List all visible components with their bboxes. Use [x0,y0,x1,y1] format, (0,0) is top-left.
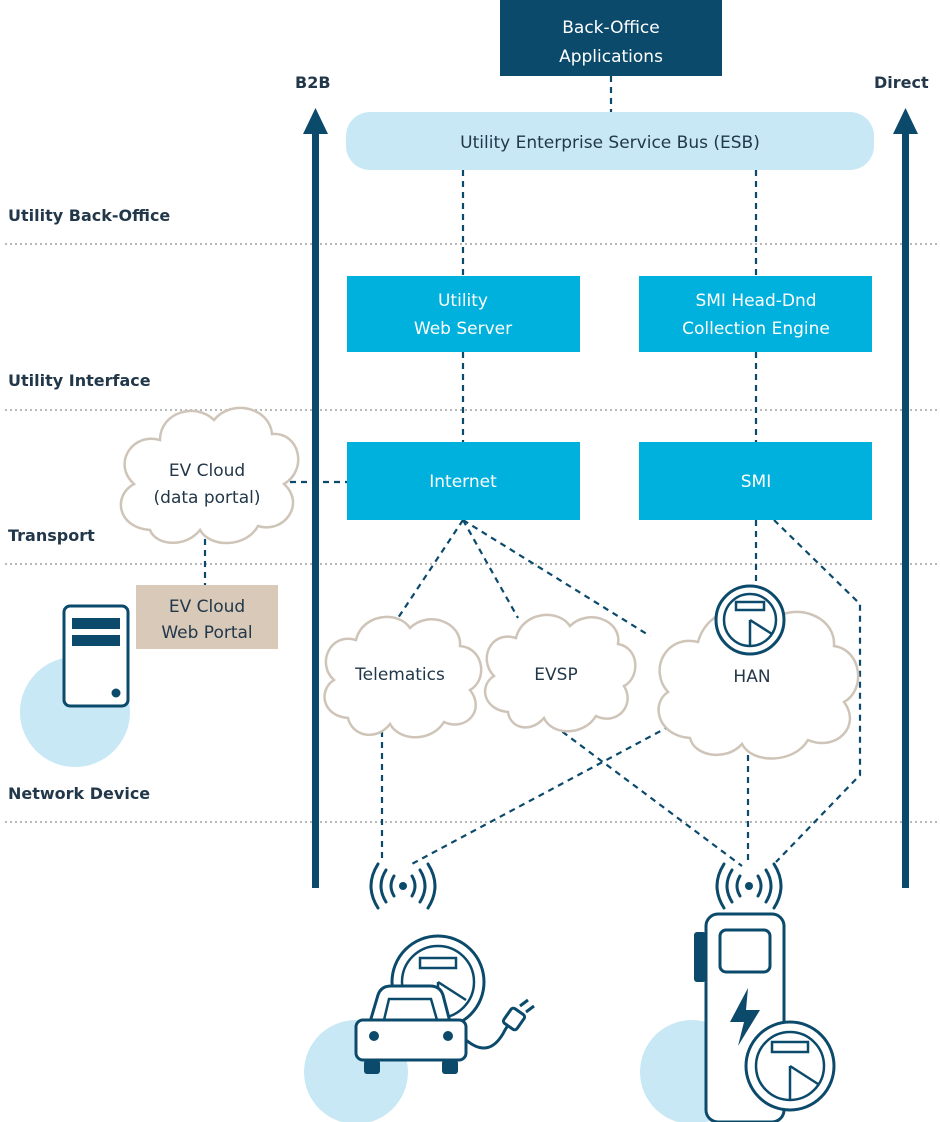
lane-label-network-device: Network Device [8,784,150,803]
charger-group [640,912,836,1122]
smi-label: SMI [741,472,771,492]
ev-portal-box[interactable]: EV Cloud Web Portal [136,585,278,649]
ev-car-group [304,934,535,1122]
meter-icon [744,1020,836,1112]
ev-cloud[interactable]: EV Cloud (data portal) [119,406,300,545]
direct-arrow [893,108,918,888]
connectors [203,76,862,867]
smi-headend-box[interactable]: SMI Head-Dnd Collection Engine [639,276,872,352]
internet-box[interactable]: Internet [347,442,580,520]
plug-icon [465,998,535,1050]
han-label: HAN [733,667,770,687]
lane-label-interface: Utility Interface [8,371,151,390]
connector-internet-han [462,519,651,637]
back-office-apps-line1: Back-Office [562,18,660,38]
lane-label-transport: Transport [8,526,95,545]
ev-cloud-line1: EV Cloud [169,461,245,481]
back-office-apps-line2: Applications [559,47,663,67]
wireless-signal-icon [369,862,437,910]
esb-label: Utility Enterprise Service Bus (ESB) [460,133,760,153]
lane-label-back-office: Utility Back-Office [8,206,170,225]
connector-han-car [407,725,671,867]
connector-internet-telematics [397,519,464,619]
web-server-line2: Web Server [414,319,512,339]
smi-headend-line1: SMI Head-Dnd [695,291,816,311]
smi-headend-line2: Collection Engine [682,319,830,339]
meter-icon [714,584,786,656]
lane-separators [5,243,940,823]
esb-bar[interactable]: Utility Enterprise Service Bus (ESB) [346,112,874,170]
b2b-label: B2B [295,73,331,92]
ev-cloud-line2: (data portal) [154,488,261,508]
telematics-label: Telematics [354,665,445,685]
b2b-arrow [303,108,328,888]
han-cloud[interactable]: HAN [657,608,860,760]
ev-portal-line2: Web Portal [161,623,252,643]
connector-evsp-charger [535,711,743,867]
direct-label: Direct [874,73,929,92]
web-server-line1: Utility [438,291,488,311]
server-icon [20,604,130,767]
telematics-cloud[interactable]: Telematics [323,615,483,739]
internet-label: Internet [429,472,497,492]
car-icon [354,984,468,1074]
connector-smi-direct [773,519,862,863]
evsp-label: EVSP [534,665,577,685]
back-office-apps-box[interactable]: Back-Office Applications [500,0,722,76]
connector-internet-evsp [462,519,519,619]
bolt-icon [730,988,760,1046]
evsp-cloud[interactable]: EVSP [483,613,637,733]
ev-portal-line1: EV Cloud [169,597,245,617]
web-server-box[interactable]: Utility Web Server [347,276,580,352]
wireless-signal-icon [715,862,783,910]
smi-box[interactable]: SMI [639,442,872,520]
